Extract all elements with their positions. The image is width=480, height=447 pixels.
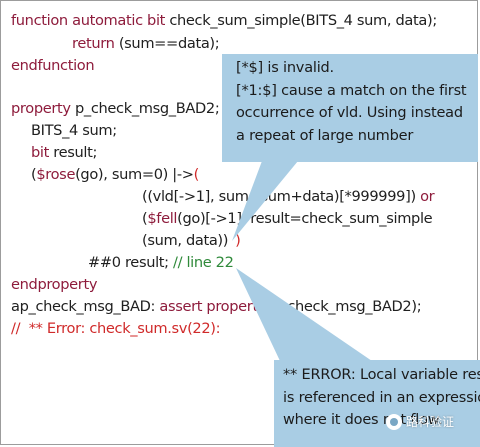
code-line-2: return (sum==data);: [72, 34, 220, 54]
code-line-5: property p_check_msg_BAD2;: [11, 99, 220, 119]
code-line-6: BITS_4 sum;: [31, 121, 117, 141]
comment-green: // line 22: [168, 254, 234, 271]
code-text: ##0 result;: [88, 254, 169, 271]
paren-red: ): [235, 232, 241, 249]
callout-line: ** ERROR: Local variable result: [283, 367, 480, 383]
code-line-14: ap_check_msg_BAD: assert property(p_chec…: [11, 297, 422, 317]
code-line-15: // ** Error: check_sum.sv(22):: [11, 319, 221, 339]
callout-bottom-pointer: [236, 268, 372, 361]
watermark: 路科验证: [386, 413, 454, 430]
keyword: property: [11, 100, 71, 117]
code-text: ap_check_msg_BAD:: [11, 298, 156, 315]
code-line-11: (sum, data))): [142, 231, 241, 251]
callout-line: occurrence of vld. Using instead: [236, 105, 463, 121]
code-line-8: ($rose(go), sum=0) |->(: [31, 165, 199, 185]
code-line-10: ($fell(go)[->1], result=check_sum_simple: [142, 209, 433, 229]
keyword: or: [415, 188, 435, 205]
wechat-logo-icon: [386, 413, 402, 430]
callout-top-pointer: [232, 161, 298, 241]
error-comment: // ** Error: check_sum.sv(22):: [11, 320, 221, 337]
callout-line: [*1:$] cause a match on the first: [236, 82, 467, 99]
code-text: p_check_msg_BAD2;: [70, 100, 220, 117]
keyword: $rose: [36, 166, 76, 183]
code-line-7: bit result;: [31, 143, 97, 163]
keyword: $fell: [147, 210, 178, 227]
keyword: function automatic bit: [11, 12, 166, 29]
callout-line: is referenced in an expression: [283, 389, 480, 406]
callout-line: [*$] is invalid.: [236, 60, 334, 76]
code-text: result;: [49, 144, 98, 161]
code-text: (p_check_msg_BAD2);: [266, 298, 422, 315]
code-text: (sum==data);: [114, 35, 220, 52]
code-text: (go)[->1], result=check_sum_simple: [177, 210, 433, 227]
keyword: endfunction: [11, 57, 95, 74]
paren-red: (: [193, 166, 200, 183]
code-text: check_sum_simple(BITS_4 sum, data);: [165, 12, 437, 29]
code-text: (: [31, 166, 37, 183]
callout-bottom: ** ERROR: Local variable result is refere…: [274, 360, 480, 447]
keyword: return: [72, 35, 115, 52]
callout-top: [*$] is invalid. [*1:$] cause a match on …: [222, 54, 478, 162]
code-line-1: function automatic bit check_sum_simple(…: [11, 11, 437, 31]
code-text: (: [142, 210, 148, 227]
watermark-text: 路科验证: [406, 415, 455, 429]
keyword: bit: [31, 144, 49, 161]
code-text: (sum, data)): [142, 232, 229, 249]
code-text: (go), sum=0) |->: [75, 166, 194, 183]
code-line-12: ##0 result; // line 22: [88, 253, 234, 273]
keyword: assert property: [155, 298, 267, 315]
code-line-13: endproperty: [11, 275, 97, 295]
code-text: BITS_4 sum;: [31, 122, 117, 139]
callout-line: a repeat of large number: [236, 127, 414, 144]
code-line-3: endfunction: [11, 56, 95, 76]
keyword: endproperty: [11, 276, 98, 293]
